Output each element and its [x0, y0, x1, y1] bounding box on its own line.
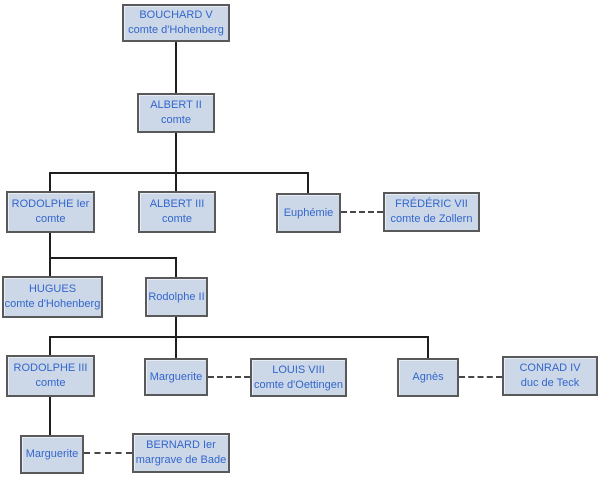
- edge-drop-rodolphe3: [49, 336, 51, 355]
- person-title: comte de Zollern: [390, 213, 473, 225]
- tree-node-euphemie[interactable]: Euphémie: [276, 193, 341, 233]
- tree-node-bernard-ier[interactable]: BERNARD Ier margrave de Bade: [132, 433, 242, 483]
- marriage-marguerite-bernard: [84, 452, 132, 454]
- edge-drop-rodolphe2: [175, 257, 177, 277]
- edge-rodolphe3-marguerite: [49, 397, 51, 435]
- person-title: comte: [161, 114, 191, 126]
- person-name: FRÉDÉRIC VII: [395, 198, 468, 210]
- tree-node-rodolphe-ii[interactable]: Rodolphe II: [145, 277, 208, 317]
- person-title: comte d'Hohenberg: [4, 298, 101, 310]
- person-name: Euphémie: [283, 206, 334, 219]
- edge-drop-hugues: [49, 257, 51, 276]
- marriage-euphemie-frederic: [341, 211, 383, 213]
- person-title: margrave de Bade: [135, 454, 227, 466]
- person-name: Marguerite: [25, 448, 79, 460]
- person-name: BOUCHARD V: [139, 9, 213, 21]
- person-title: comte: [162, 213, 192, 225]
- person-title: duc de Teck: [520, 377, 580, 389]
- edge-drop-euphemie: [307, 172, 309, 193]
- person-name: ALBERT III: [149, 198, 205, 210]
- tree-node-marguerite-oettingen[interactable]: Marguerite: [144, 358, 208, 396]
- edge-drop-rodolphe1: [49, 172, 51, 191]
- marriage-marguerite-louis: [208, 376, 250, 378]
- edge-albert2-stem: [175, 133, 177, 173]
- tree-node-rodolphe-ier[interactable]: RODOLPHE Ier comte: [6, 191, 107, 243]
- person-title: comte: [35, 377, 66, 389]
- edge-rodolphe1-stem: [49, 233, 51, 258]
- tree-node-hugues[interactable]: HUGUES comte d'Hohenberg: [2, 276, 115, 328]
- person-name: RODOLPHE Ier: [11, 198, 90, 210]
- person-name: LOUIS VIII: [272, 363, 325, 376]
- edge-gen4-bus: [49, 257, 177, 259]
- person-title: comte d'Oettingen: [254, 378, 343, 391]
- tree-node-louis-viii[interactable]: LOUIS VIII comte d'Oettingen: [250, 358, 359, 407]
- tree-node-rodolphe-iii[interactable]: RODOLPHE III comte: [6, 355, 107, 407]
- tree-node-marguerite-bade[interactable]: Marguerite: [20, 435, 84, 474]
- edge-drop-agnes: [427, 336, 429, 358]
- tree-node-albert-iii[interactable]: ALBERT III comte: [138, 191, 228, 243]
- person-name: ALBERT II: [150, 99, 202, 111]
- person-name: BERNARD Ier: [146, 439, 216, 451]
- edge-drop-marguerite: [175, 336, 177, 358]
- tree-node-conrad-iv[interactable]: CONRAD IV duc de Teck: [502, 356, 610, 406]
- person-name: HUGUES: [28, 283, 77, 295]
- person-name: RODOLPHE III: [13, 362, 88, 374]
- edge-gen5-bus: [49, 336, 429, 338]
- tree-node-frederic-vii[interactable]: FRÉDÉRIC VII comte de Zollern: [383, 192, 492, 242]
- person-title: comte: [35, 213, 66, 225]
- marriage-agnes-conrad: [459, 376, 502, 378]
- person-name: Marguerite: [149, 370, 203, 383]
- tree-node-albert-ii[interactable]: ALBERT II comte: [137, 93, 227, 143]
- edge-drop-albert3: [175, 172, 177, 191]
- edge-bouchard-albert2: [175, 42, 177, 93]
- person-name: Agnès: [412, 371, 444, 383]
- person-title: comte d'Hohenberg: [128, 24, 224, 36]
- tree-node-bouchard-v[interactable]: BOUCHARD V comte d'Hohenberg: [122, 4, 242, 52]
- person-name: Rodolphe II: [148, 290, 205, 303]
- edge-gen3-bus: [49, 172, 309, 174]
- tree-node-agnes[interactable]: Agnès: [397, 358, 459, 397]
- person-name: CONRAD IV: [519, 362, 581, 374]
- edge-rodolphe2-stem: [175, 317, 177, 337]
